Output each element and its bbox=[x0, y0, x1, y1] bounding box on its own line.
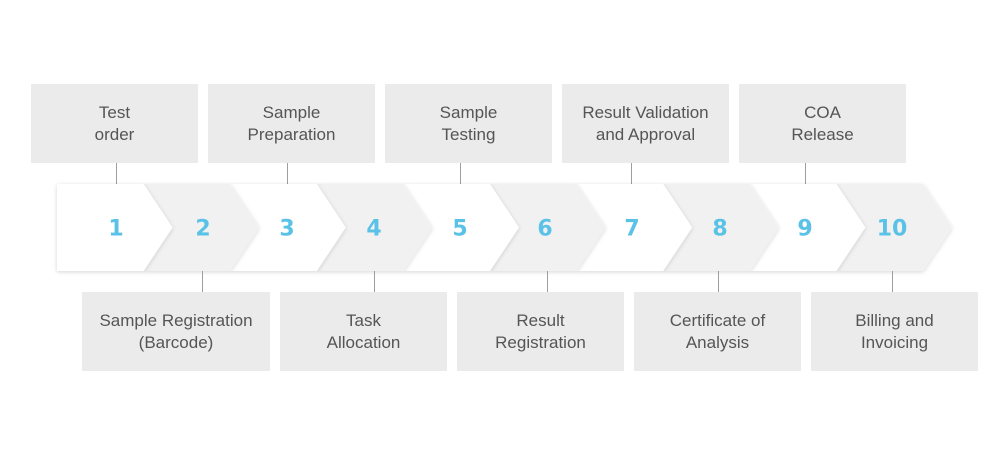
chevron-step-6 bbox=[490, 184, 606, 271]
step-number-2: 2 bbox=[195, 217, 210, 242]
bottom-label-box-1: Sample Registration(Barcode) bbox=[82, 292, 270, 371]
top-connector-1 bbox=[116, 163, 117, 184]
top-label-2-line-1: Sample bbox=[262, 102, 321, 122]
bottom-label-2-line-2: Allocation bbox=[326, 332, 401, 352]
top-connector-5 bbox=[805, 163, 806, 184]
top-label-2-line-2: Preparation bbox=[247, 124, 336, 144]
bottom-label-5-line-1: Billing and bbox=[855, 310, 934, 330]
bottom-connector-3 bbox=[547, 271, 548, 292]
top-label-3-line-2: Testing bbox=[441, 124, 496, 144]
step-number-10: 10 bbox=[877, 217, 908, 242]
step-number-6: 6 bbox=[537, 217, 552, 242]
top-label-4-line-1: Result Validation bbox=[582, 102, 709, 122]
bottom-connector-1 bbox=[202, 271, 203, 292]
top-connector-2 bbox=[287, 163, 288, 184]
top-connector-3 bbox=[460, 163, 461, 184]
chevron-step-1 bbox=[57, 184, 173, 271]
chevron-step-9 bbox=[749, 184, 866, 271]
chevron-step-7 bbox=[576, 184, 693, 271]
top-label-1-line-1: Test bbox=[98, 102, 131, 122]
bottom-label-4-line-1: Certificate of bbox=[669, 310, 766, 330]
bottom-label-2-line-1: Task bbox=[346, 310, 381, 330]
bottom-connector-4 bbox=[718, 271, 719, 292]
chevron-step-10 bbox=[836, 184, 952, 271]
step-number-5: 5 bbox=[452, 217, 467, 242]
bottom-label-5-line-2: Invoicing bbox=[860, 332, 929, 352]
bottom-connector-2 bbox=[374, 271, 375, 292]
bottom-label-1-line-2: (Barcode) bbox=[138, 332, 214, 352]
bottom-label-1-line-1: Sample Registration bbox=[99, 310, 253, 330]
chevron-step-3 bbox=[230, 184, 346, 271]
top-label-1-line-2: order bbox=[94, 124, 135, 144]
bottom-label-3-line-1: Result bbox=[516, 310, 565, 330]
top-label-3-line-1: Sample bbox=[439, 102, 498, 122]
top-label-4-line-2: and Approval bbox=[595, 124, 696, 144]
bottom-connector-5 bbox=[892, 271, 893, 292]
top-connector-4 bbox=[631, 163, 632, 184]
bottom-label-3-line-2: Registration bbox=[495, 332, 586, 352]
step-number-8: 8 bbox=[712, 217, 727, 242]
step-number-1: 1 bbox=[108, 217, 123, 242]
chevron-step-4 bbox=[316, 184, 433, 271]
top-label-5-line-2: Release bbox=[791, 124, 854, 144]
step-number-3: 3 bbox=[279, 217, 294, 242]
bottom-label-4-line-2: Analysis bbox=[685, 332, 750, 352]
chevron-step-5 bbox=[403, 184, 519, 271]
step-number-9: 9 bbox=[797, 217, 812, 242]
step-number-4: 4 bbox=[366, 217, 381, 242]
step-number-7: 7 bbox=[624, 217, 639, 242]
chevron-step-2 bbox=[143, 184, 260, 271]
chevron-step-8 bbox=[663, 184, 779, 271]
top-label-5-line-1: COA bbox=[804, 102, 841, 122]
